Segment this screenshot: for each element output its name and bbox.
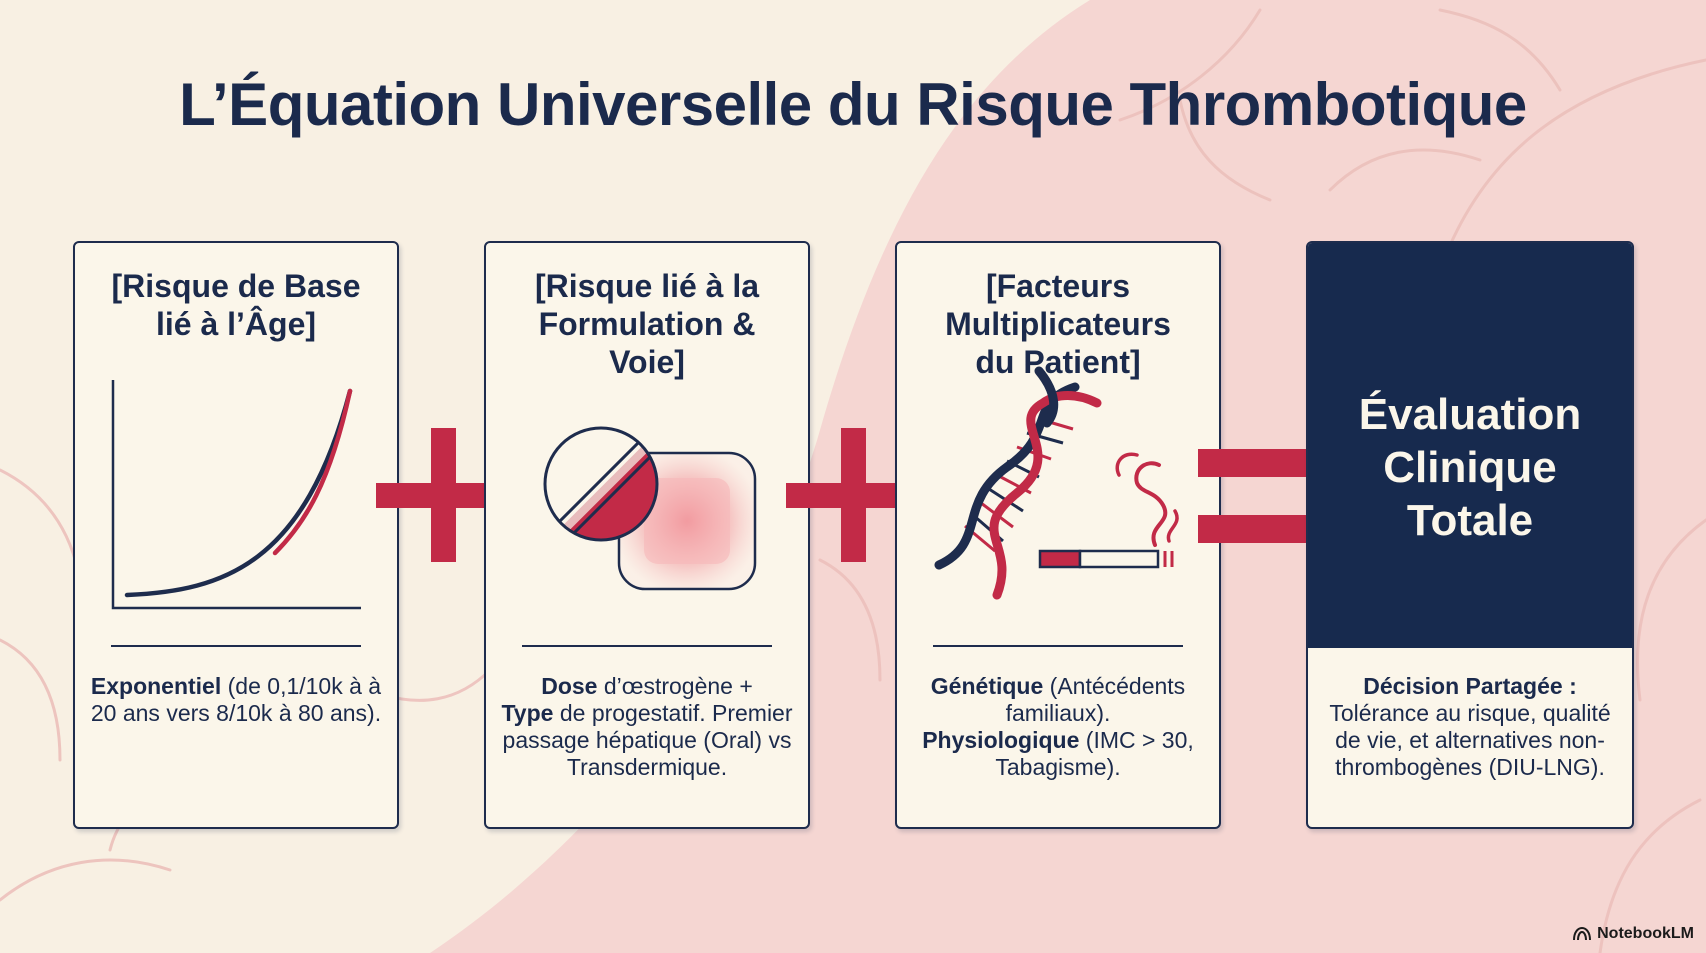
notebooklm-logo-icon: [1573, 927, 1592, 941]
card-total-evaluation: Évaluation Clinique Totale Décision Part…: [1306, 241, 1634, 829]
divider: [933, 645, 1183, 647]
divider: [111, 645, 361, 647]
card-title: [Risque de Base lié à l’Âge]: [111, 268, 361, 342]
card-description: Décision Partagée : Tolérance au risque,…: [1329, 673, 1611, 780]
branding-label: NotebookLM: [1597, 925, 1694, 942]
patient-factors-illustration: [934, 366, 1179, 600]
card-age-risk: [Risque de Base lié à l’Âge] Exponentiel…: [73, 241, 399, 829]
card-title: [Risque lié à la Formulation & Voie]: [534, 268, 760, 380]
divider: [522, 645, 772, 647]
card-patient-factors: [Facteurs Multiplicateurs du Patient]: [895, 241, 1221, 829]
notebooklm-badge: NotebookLM: [1573, 925, 1694, 943]
dna-icon: [934, 366, 1102, 600]
pill-and-patch-icon: [543, 426, 757, 591]
card-formulation-risk: [Risque lié à la Formulation & Voie]: [484, 241, 810, 829]
result-title: Évaluation Clinique Totale: [1358, 390, 1582, 545]
exponential-curve-icon: [111, 380, 361, 610]
card-title: [Facteurs Multiplicateurs du Patient]: [945, 268, 1171, 380]
card-description: Exponentiel (de 0,1/10k à à 20 ans vers …: [90, 673, 382, 726]
card-description: Génétique (Antécédents familiaux). Physi…: [922, 673, 1194, 780]
page-title: L’Équation Universelle du Risque Thrombo…: [179, 71, 1527, 138]
result-panel: Évaluation Clinique Totale: [1308, 243, 1632, 648]
card-description: Dose d’œstrogène + Type de progestatif. …: [501, 673, 793, 780]
cigarette-icon: [1038, 452, 1179, 569]
